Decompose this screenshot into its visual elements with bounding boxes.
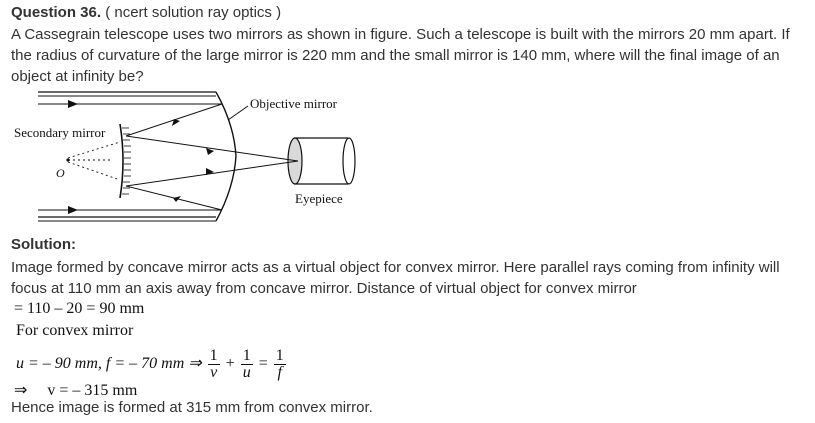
equals-sign: = <box>258 355 268 373</box>
solution-text: Image formed by concave mirror acts as a… <box>11 259 780 297</box>
calc-given-values: u = – 90 mm, f = – 70 mm ⇒ <box>16 355 202 373</box>
point-o-label: O <box>56 166 65 180</box>
question-title: Question 36. ( ncert solution ray optics… <box>11 4 281 21</box>
objective-mirror-label: Objective mirror <box>250 96 338 111</box>
objective-mirror <box>215 91 237 222</box>
calc-virtual-object: = 110 – 20 = 90 mm <box>14 300 145 317</box>
secondary-mirror <box>119 123 124 199</box>
telescope-figure: Objective mirror Secondary mirror O Eyep… <box>14 91 356 222</box>
question-label: Question 36. <box>11 4 102 21</box>
eyepiece-label: Eyepiece <box>295 191 343 206</box>
plus-sign: + <box>225 355 235 373</box>
question-text: A Cassegrain telescope uses two mirrors … <box>11 26 790 85</box>
eyepiece-end <box>342 137 356 185</box>
secondary-mirror-label: Secondary mirror <box>14 125 106 140</box>
question-source: ( ncert solution ray optics ) <box>101 4 282 21</box>
calc-convex-heading: For convex mirror <box>16 322 134 339</box>
conclusion-text: Hence image is formed at 315 mm from con… <box>11 399 373 416</box>
solution-heading: Solution: <box>11 236 76 253</box>
calc-result: ⇒ v = – 315 mm <box>14 382 138 399</box>
